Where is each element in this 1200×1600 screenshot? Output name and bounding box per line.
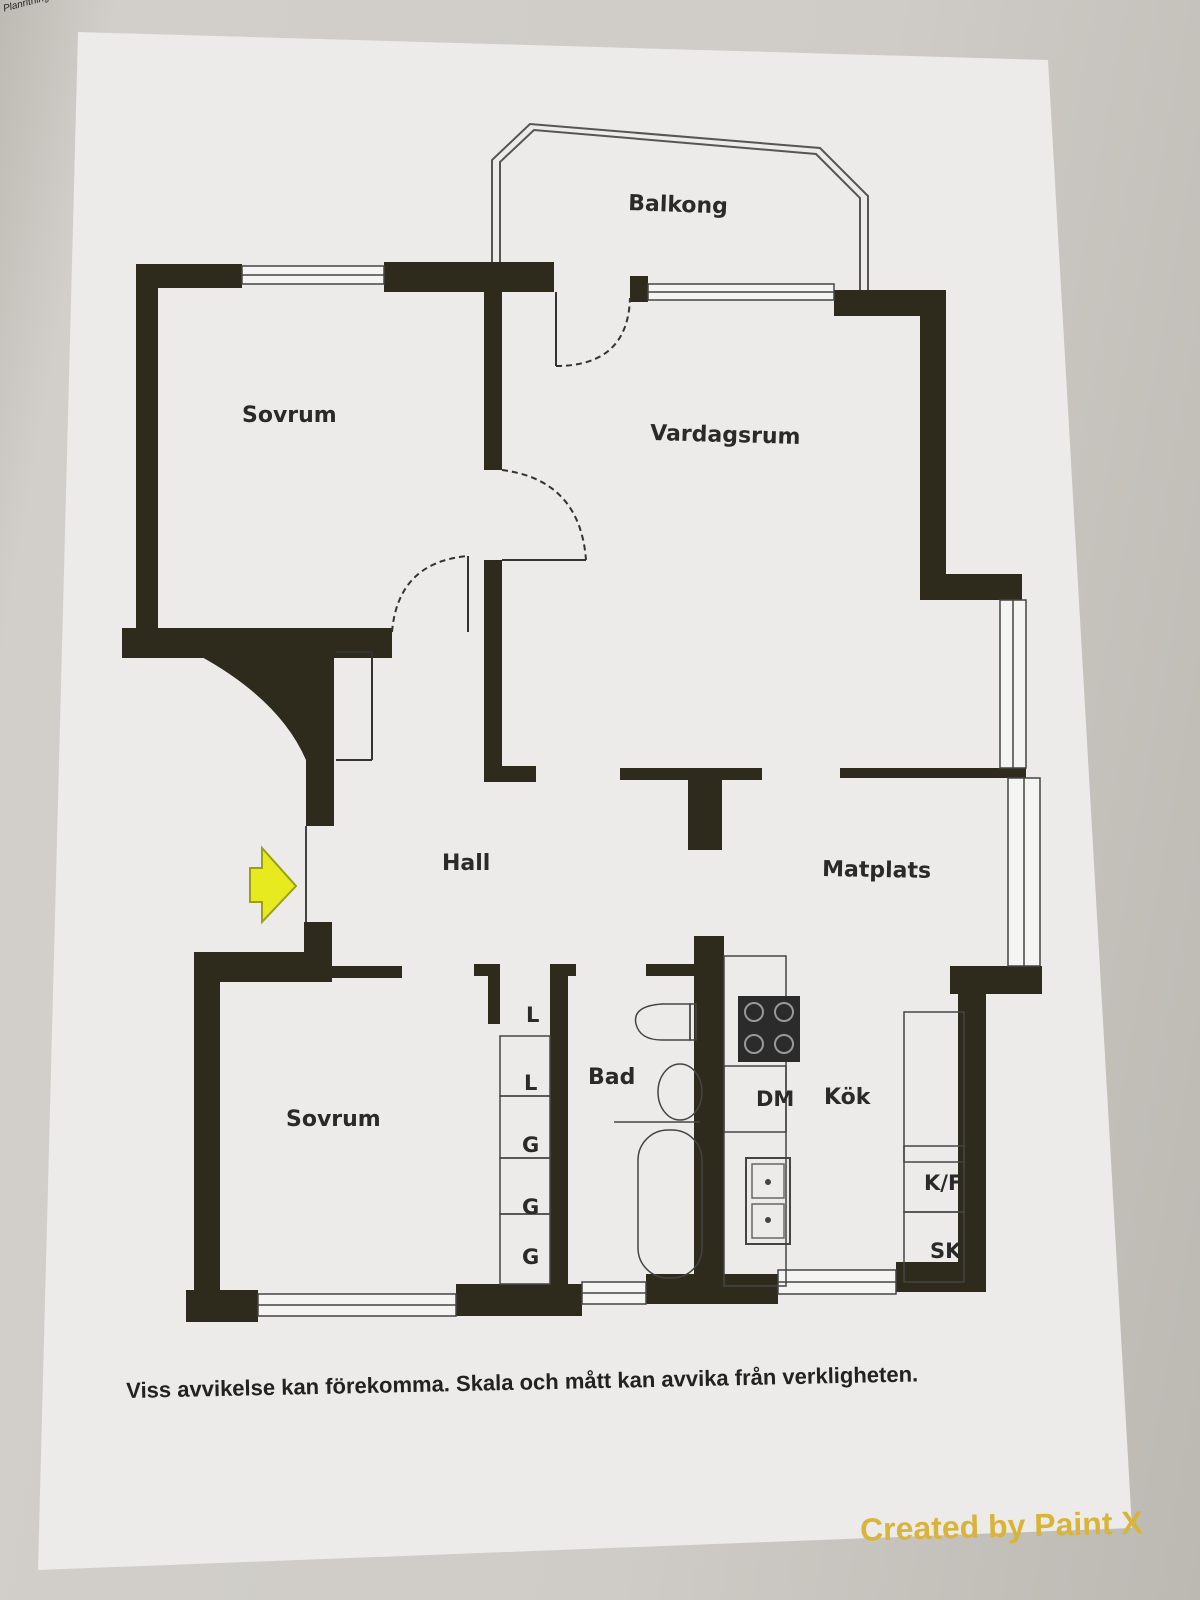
label-kok: Kök: [824, 1085, 872, 1110]
kitchen-fixtures: [723, 955, 965, 1287]
closets: [499, 1035, 551, 1285]
paper-sheet: [38, 32, 1132, 1570]
label-balkong: Balkong: [628, 191, 729, 219]
label-closet-1: L: [526, 1003, 539, 1027]
watermark: Created by Paint X: [859, 1504, 1144, 1548]
label-fridge-freezer: K/F: [924, 1171, 962, 1195]
label-closet-5: G: [522, 1245, 539, 1269]
doors: [336, 292, 631, 761]
label-matplats: Matplats: [822, 857, 931, 884]
label-sovrum-top: Sovrum: [242, 403, 337, 428]
label-vardagsrum: Vardagsrum: [650, 421, 801, 450]
label-bad: Bad: [588, 1065, 635, 1090]
kitchen-sink-icon: [745, 1157, 791, 1245]
label-closet-3: G: [522, 1133, 539, 1157]
label-sovrum-bottom: Sovrum: [286, 1107, 381, 1132]
entrance-arrow-icon: [249, 845, 298, 925]
bathtub-icon: [637, 1129, 703, 1279]
label-dishwasher: DM: [756, 1087, 794, 1111]
toilet-icon: [634, 1003, 691, 1041]
label-cabinet: SK: [930, 1239, 962, 1263]
label-closet-2: L: [524, 1071, 537, 1095]
bathroom-fixtures: [614, 1003, 703, 1279]
sink-icon: [657, 1063, 703, 1121]
windows: [241, 265, 1041, 1317]
balcony-outline: [491, 122, 869, 290]
walls: [122, 262, 1042, 1322]
label-closet-4: G: [522, 1195, 539, 1219]
label-hall: Hall: [442, 851, 490, 876]
